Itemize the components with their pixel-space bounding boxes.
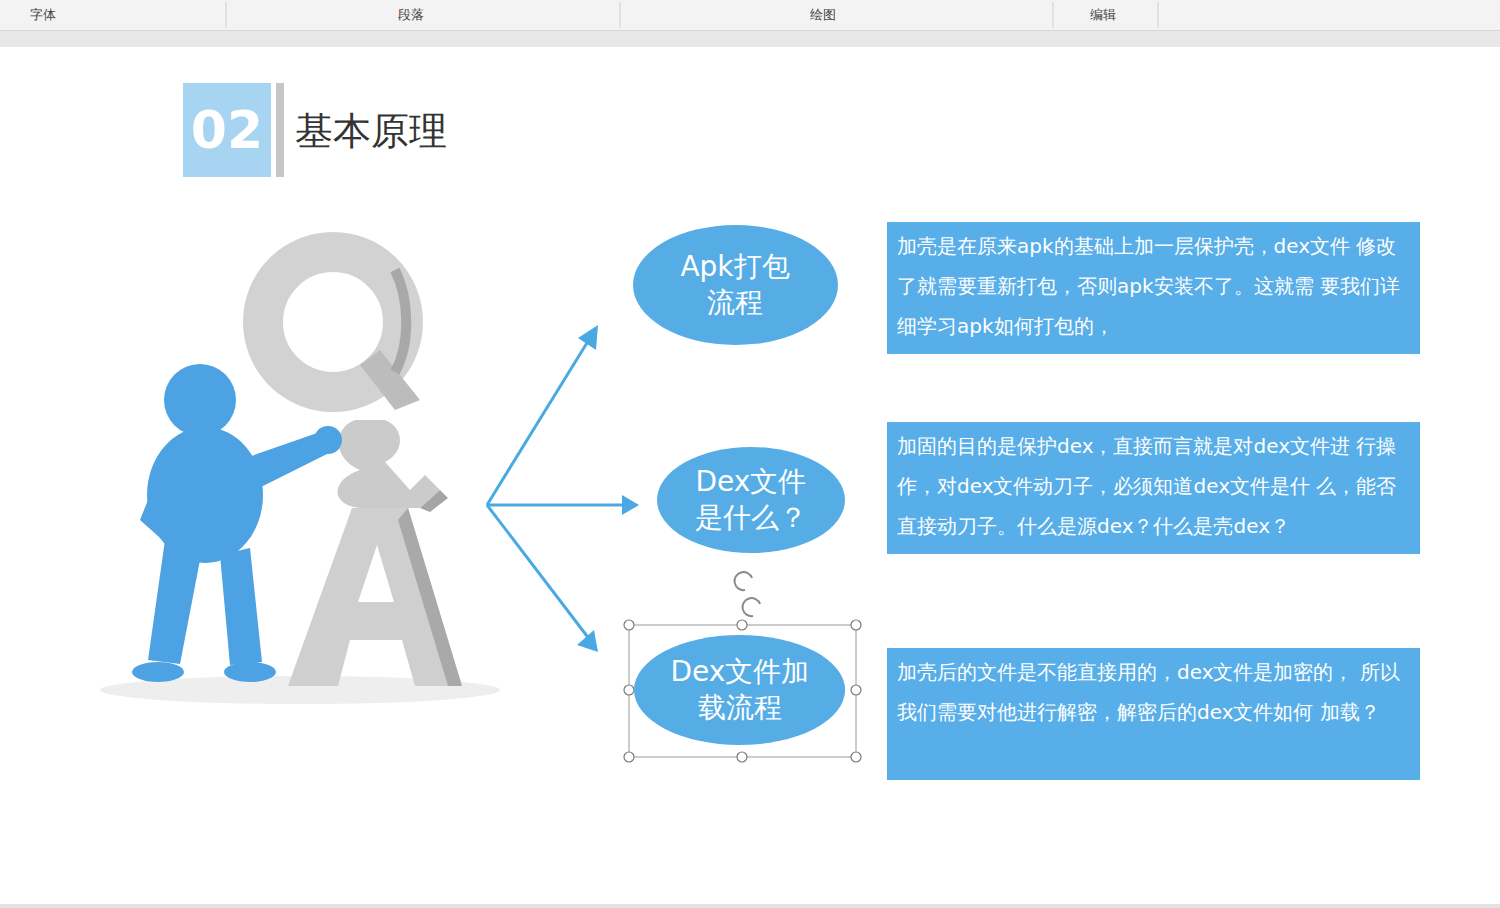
bottom-border (0, 904, 1500, 908)
topic-text: Dex文件 是什么？ (684, 464, 819, 536)
ribbon-label: 绘图 (810, 7, 836, 23)
description-box: 加固的目的是保护dex，直接而言就是对dex文件进 行操作，对dex文件动刀子，… (887, 422, 1420, 554)
ellipse-outline (634, 635, 845, 745)
description-text: 加壳是在原来apk的基础上加一层保护壳，dex文件 修改了就需要重新打包，否则a… (897, 226, 1410, 346)
description-text: 加固的目的是保护dex，直接而言就是对dex文件进 行操作，对dex文件动刀子，… (897, 426, 1410, 546)
ribbon-label: 字体 (30, 7, 56, 23)
section-number: 02 (191, 100, 263, 160)
ribbon-bar (0, 0, 1500, 31)
ribbon-label: 段落 (398, 7, 424, 23)
description-text: 加壳后的文件是不能直接用的，dex文件是加密的， 所以我们需要对他进行解密，解密… (897, 652, 1410, 732)
topic-ellipse: Apk打包 流程 (633, 225, 838, 345)
topic-text: Apk打包 流程 (668, 249, 803, 321)
description-box: 加壳后的文件是不能直接用的，dex文件是加密的， 所以我们需要对他进行解密，解密… (887, 648, 1420, 780)
section-number-box: 02 (183, 83, 271, 177)
topic-ellipse: Dex文件 是什么？ (657, 447, 845, 553)
topic-ellipse: Dex文件加 载流程 (634, 635, 845, 745)
ellipse-outline (657, 447, 845, 553)
ribbon-label: 编辑 (1090, 7, 1116, 23)
ribbon-band (0, 31, 1500, 47)
slide-title: 基本原理 (295, 108, 447, 154)
description-box: 加壳是在原来apk的基础上加一层保护壳，dex文件 修改了就需要重新打包，否则a… (887, 222, 1420, 354)
topic-text: Dex文件加 载流程 (664, 654, 816, 726)
ellipse-outline (633, 225, 838, 345)
